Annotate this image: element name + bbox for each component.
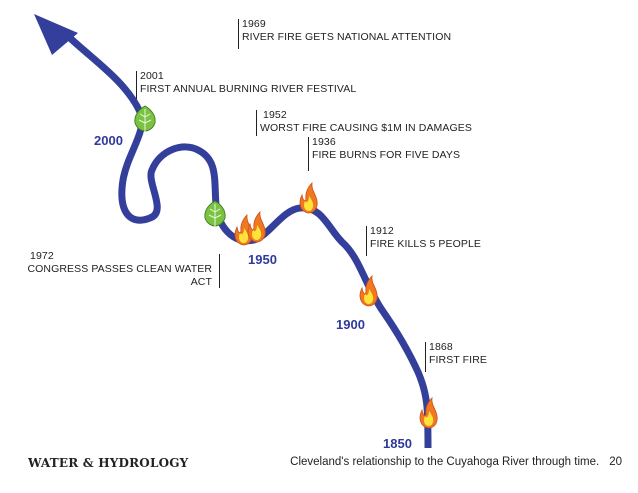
- event-text: FIRST ANNUAL BURNING RIVER FESTIVAL: [140, 82, 357, 95]
- section-title: WATER & HYDROLOGY: [28, 456, 189, 470]
- event-text: FIRST FIRE: [429, 353, 487, 366]
- timeline-label-1900: 1900: [336, 317, 365, 332]
- timeline-label-1850: 1850: [383, 436, 412, 451]
- event-text-line2: ACT: [190, 276, 212, 288]
- event-year: 2001: [140, 70, 164, 82]
- leaf-icon: [204, 200, 226, 228]
- page-number: 20: [609, 456, 622, 468]
- footer-caption-group: Cleveland's relationship to the Cuyahoga…: [290, 456, 622, 468]
- river-arrowhead: [34, 14, 78, 55]
- event-year: 1972: [30, 250, 54, 262]
- annotation-bar: [425, 342, 427, 372]
- event-year: 1936: [312, 136, 336, 148]
- annotation-bar: [238, 19, 240, 49]
- annotation-bar: [366, 226, 368, 256]
- flame-icon: [247, 211, 266, 243]
- event-2001: 2001 FIRST ANNUAL BURNING RIVER FESTIVAL: [136, 70, 357, 99]
- event-year: 1952: [263, 109, 287, 121]
- event-year: 1912: [370, 225, 394, 237]
- event-text: WORST FIRE CAUSING $1M IN DAMAGES: [260, 121, 472, 134]
- event-text-line1: CONGRESS PASSES CLEAN WATER: [27, 263, 212, 275]
- event-text: FIRE BURNS FOR FIVE DAYS: [312, 148, 461, 161]
- event-1868: 1868 FIRST FIRE: [425, 341, 487, 372]
- timeline-label-2000: 2000: [94, 133, 123, 148]
- event-1952: 1952 WORST FIRE CAUSING $1M IN DAMAGES: [256, 109, 472, 136]
- event-1936: 1936 FIRE BURNS FOR FIVE DAYS: [308, 136, 461, 171]
- event-year: 1969: [242, 18, 266, 30]
- event-1969: 1969 RIVER FIRE GETS NATIONAL ATTENTION: [238, 18, 452, 49]
- event-1912: 1912 FIRE KILLS 5 PEOPLE: [366, 225, 482, 256]
- event-year: 1868: [429, 341, 453, 353]
- event-1972: 1972 CONGRESS PASSES CLEAN WATER ACT: [27, 250, 220, 290]
- event-text: FIRE KILLS 5 PEOPLE: [370, 237, 482, 250]
- annotation-bar: [218, 254, 220, 288]
- annotation-bar: [308, 137, 310, 171]
- annotation-bar: [136, 71, 138, 99]
- event-text: RIVER FIRE GETS NATIONAL ATTENTION: [242, 30, 452, 43]
- timeline-label-1950: 1950: [248, 252, 277, 267]
- annotation-bar: [256, 110, 258, 136]
- figure-caption: Cleveland's relationship to the Cuyahoga…: [290, 456, 600, 468]
- flame-icon: [419, 397, 438, 429]
- flame-icon: [299, 182, 318, 214]
